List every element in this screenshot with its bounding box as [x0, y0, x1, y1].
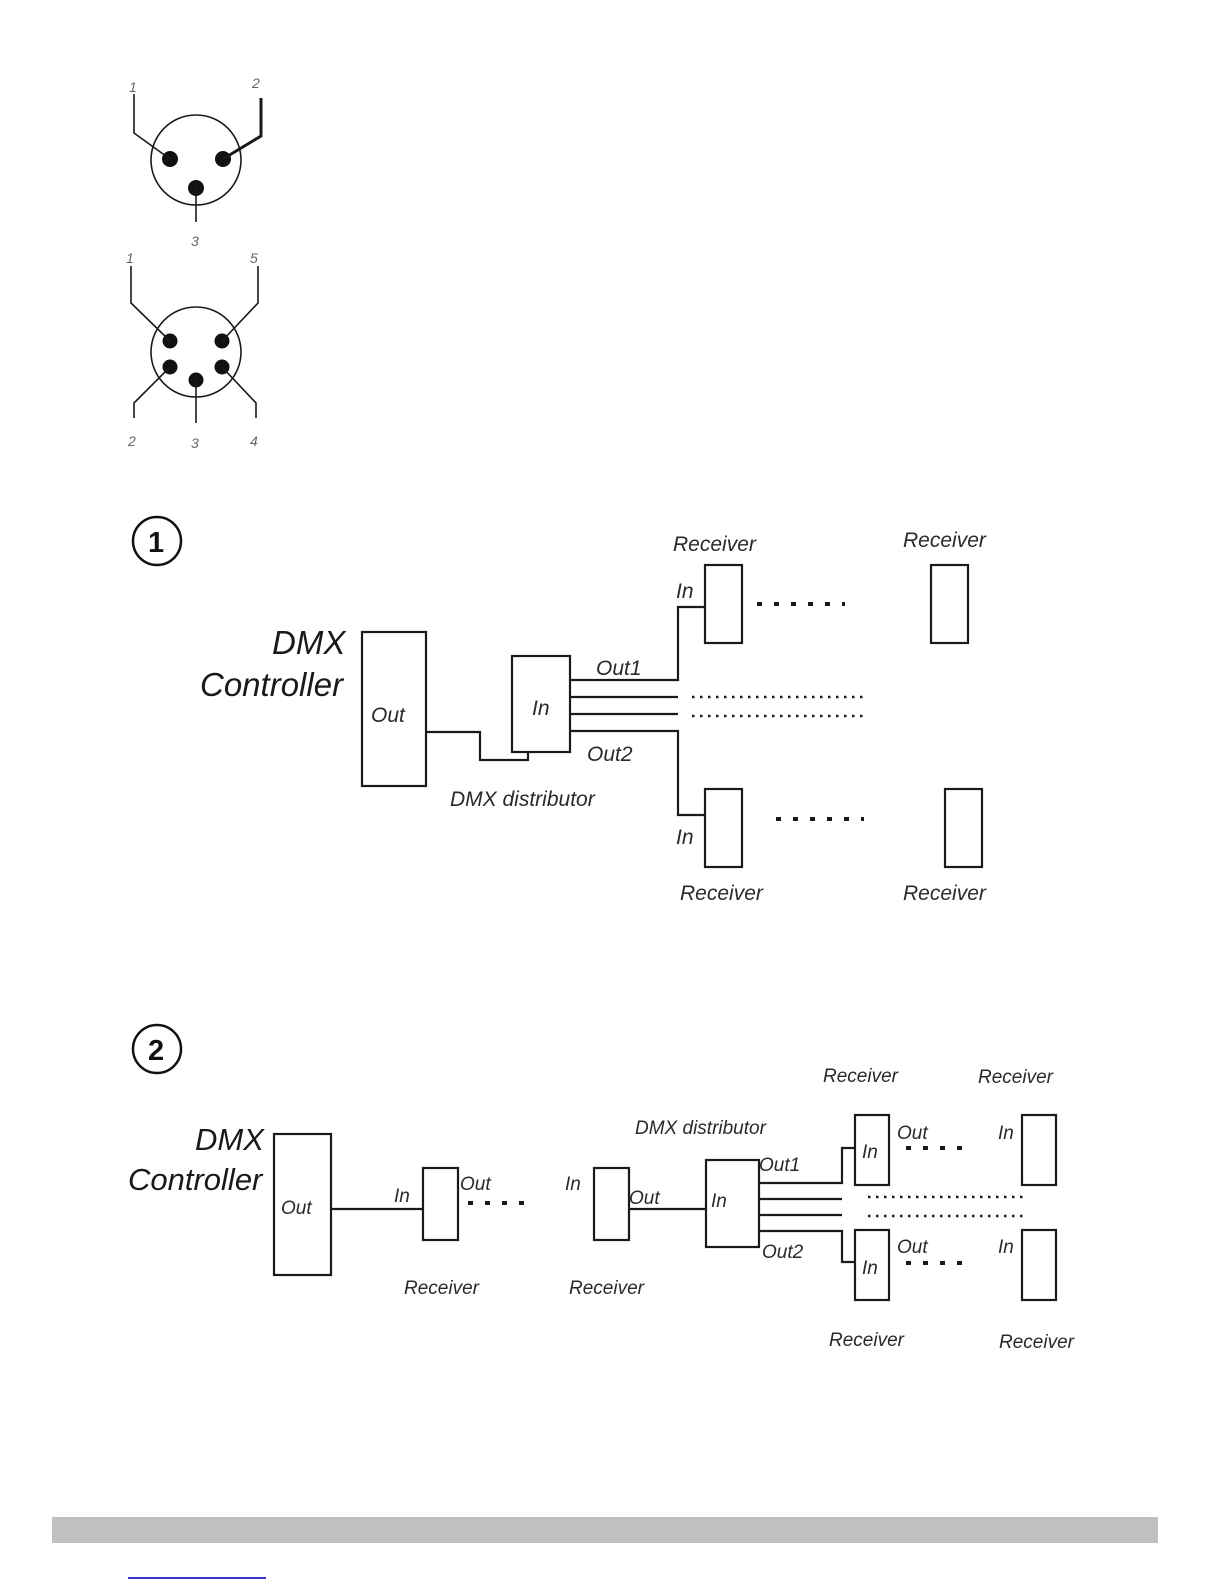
- receiver-box: [945, 789, 982, 867]
- receiver-box: [705, 789, 742, 867]
- in-label: In: [565, 1174, 581, 1195]
- receiver-box: [1022, 1115, 1056, 1185]
- receiver-label: Receiver: [903, 882, 987, 905]
- receiver-label: Receiver: [404, 1278, 480, 1299]
- out-label: Out: [897, 1123, 928, 1144]
- footer-bar: [52, 1517, 1158, 1543]
- in-label: In: [394, 1186, 410, 1207]
- out2-label: Out2: [587, 743, 633, 766]
- pin-label: 2: [127, 433, 136, 449]
- receiver-box: [705, 565, 742, 643]
- pin-label: 4: [250, 433, 258, 449]
- out-label: Out: [897, 1237, 928, 1258]
- connection-line: [134, 367, 170, 418]
- out1-label: Out1: [759, 1155, 800, 1176]
- controller-title: DMX: [272, 624, 347, 661]
- distributor-port-label: In: [532, 697, 550, 720]
- receiver-box: [423, 1168, 458, 1240]
- receiver-label: Receiver: [823, 1066, 899, 1087]
- out-label: Out: [629, 1188, 660, 1209]
- receiver-label: Receiver: [978, 1067, 1054, 1088]
- receiver-box: [1022, 1230, 1056, 1300]
- in-label: In: [862, 1142, 878, 1163]
- pin-label: 1: [129, 79, 137, 95]
- connection-line: [222, 367, 256, 418]
- receiver-label: Receiver: [903, 529, 987, 552]
- diagram-2: 2 DMX Controller Out In Out Receiver In …: [128, 1025, 1075, 1353]
- footer-link-underline[interactable]: [128, 1577, 266, 1579]
- in-label: In: [998, 1237, 1014, 1258]
- xlr-3pin-connector: 1 2 3: [129, 75, 261, 249]
- diagram-1: 1 DMX Controller Out In DMX distributor …: [133, 517, 987, 905]
- distributor-label: DMX distributor: [635, 1118, 767, 1139]
- pin-label: 3: [191, 435, 199, 451]
- controller-title: Controller: [128, 1162, 264, 1197]
- controller-title: Controller: [200, 666, 345, 703]
- receiver-box: [931, 565, 968, 643]
- pin-label: 5: [250, 250, 258, 266]
- xlr-5pin-connector: 1 5 2 3 4: [126, 250, 258, 451]
- controller-port-label: Out: [371, 704, 406, 727]
- pin-label: 1: [126, 250, 134, 266]
- in-label: In: [998, 1123, 1014, 1144]
- in-label: In: [676, 580, 694, 603]
- receiver-label: Receiver: [569, 1278, 645, 1299]
- distributor-port-label: In: [711, 1191, 727, 1212]
- distributor-label: DMX distributor: [450, 788, 596, 811]
- connection-line: [222, 266, 258, 341]
- controller-port-label: Out: [281, 1198, 312, 1219]
- pin-label: 2: [251, 75, 260, 91]
- step-number: 2: [148, 1035, 164, 1067]
- controller-title: DMX: [195, 1122, 265, 1157]
- receiver-label: Receiver: [999, 1332, 1075, 1353]
- receiver-box: [594, 1168, 629, 1240]
- in-label: In: [862, 1258, 878, 1279]
- receiver-label: Receiver: [829, 1330, 905, 1351]
- receiver-label: Receiver: [680, 882, 764, 905]
- out2-label: Out2: [762, 1242, 804, 1263]
- pin-label: 3: [191, 233, 199, 249]
- out-label: Out: [460, 1174, 491, 1195]
- connection-line: [131, 266, 170, 341]
- out1-label: Out1: [596, 657, 642, 680]
- receiver-label: Receiver: [673, 533, 757, 556]
- step-number: 1: [148, 527, 164, 559]
- in-label: In: [676, 826, 694, 849]
